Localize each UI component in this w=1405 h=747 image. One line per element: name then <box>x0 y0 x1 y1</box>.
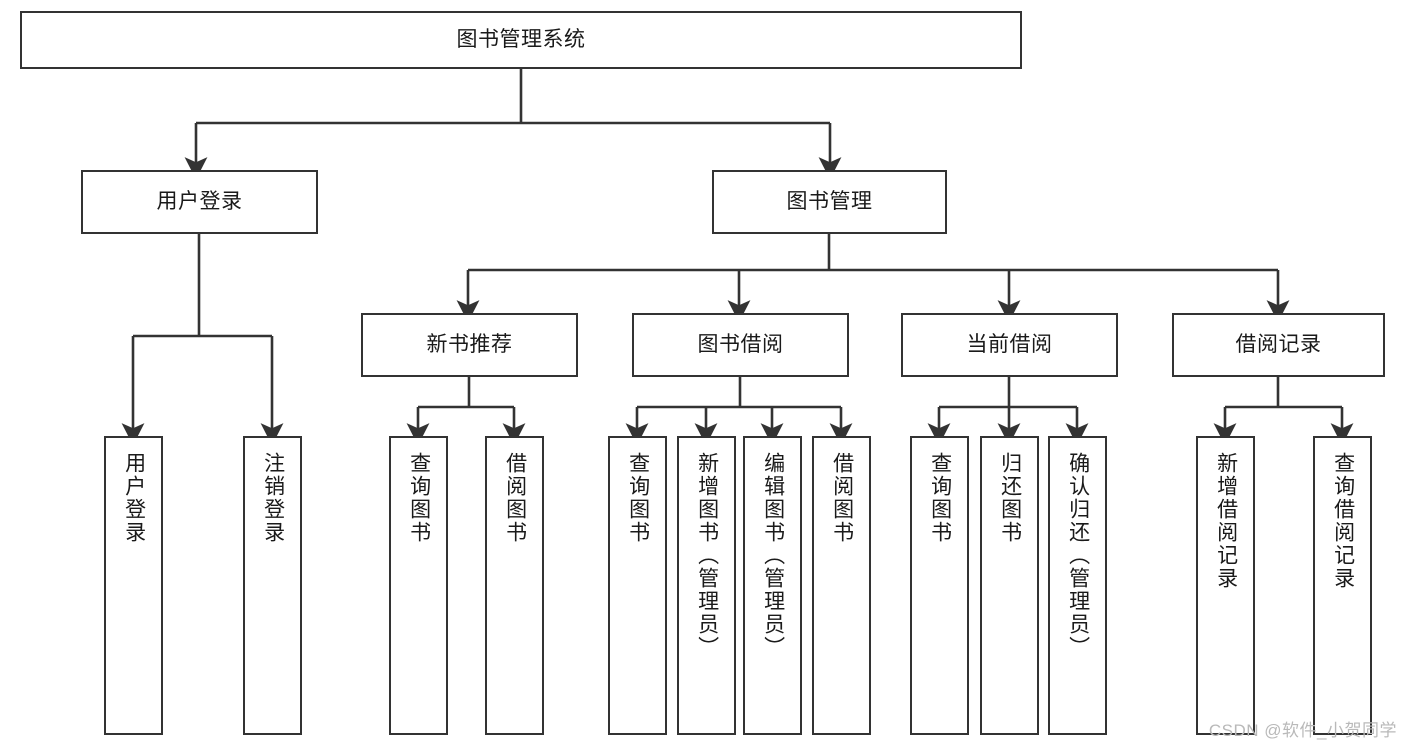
node-current-borrow[interactable]: 当前借阅 <box>901 313 1118 377</box>
node-label: 图书管理系统 <box>456 28 586 52</box>
node-leaf-borrow-book-2[interactable]: 借阅图书 <box>812 436 871 735</box>
node-label: 用户登录 <box>122 452 146 544</box>
node-label: 查询图书 <box>928 452 952 544</box>
node-label: 借阅记录 <box>1235 333 1322 357</box>
node-label: 新增借阅记录 <box>1214 452 1238 590</box>
node-label: 借阅图书 <box>830 452 854 544</box>
watermark-text: CSDN @软件_小贺同学 <box>1208 721 1397 740</box>
node-label: 图书借阅 <box>697 333 784 357</box>
node-label: 图书管理 <box>786 190 873 214</box>
node-leaf-add-record[interactable]: 新增借阅记录 <box>1196 436 1255 735</box>
node-new-book-recommend[interactable]: 新书推荐 <box>361 313 578 377</box>
node-label: 查询图书 <box>626 452 650 544</box>
node-label: 当前借阅 <box>966 333 1053 357</box>
node-user-login[interactable]: 用户登录 <box>81 170 318 234</box>
node-leaf-user-login[interactable]: 用户登录 <box>104 436 163 735</box>
node-leaf-query-record[interactable]: 查询借阅记录 <box>1313 436 1372 735</box>
node-label: 确认归还（管理员） <box>1066 452 1090 659</box>
node-label: 编辑图书（管理员） <box>761 452 785 659</box>
node-leaf-confirm-return[interactable]: 确认归还（管理员） <box>1048 436 1107 735</box>
node-leaf-borrow-book-1[interactable]: 借阅图书 <box>485 436 544 735</box>
node-book-borrow[interactable]: 图书借阅 <box>632 313 849 377</box>
node-leaf-query-book-1[interactable]: 查询图书 <box>389 436 448 735</box>
node-borrow-record[interactable]: 借阅记录 <box>1172 313 1385 377</box>
node-leaf-query-book-3[interactable]: 查询图书 <box>910 436 969 735</box>
node-label: 查询借阅记录 <box>1331 452 1355 590</box>
node-leaf-return-book[interactable]: 归还图书 <box>980 436 1039 735</box>
node-label: 新书推荐 <box>426 333 513 357</box>
node-label: 新增图书（管理员） <box>695 452 719 659</box>
node-leaf-edit-book[interactable]: 编辑图书（管理员） <box>743 436 802 735</box>
node-label: 注销登录 <box>261 452 285 544</box>
node-leaf-query-book-2[interactable]: 查询图书 <box>608 436 667 735</box>
node-label: 查询图书 <box>407 452 431 544</box>
node-root-system[interactable]: 图书管理系统 <box>20 11 1022 69</box>
node-label: 归还图书 <box>998 452 1022 544</box>
node-label: 借阅图书 <box>503 452 527 544</box>
node-leaf-logout-login[interactable]: 注销登录 <box>243 436 302 735</box>
node-label: 用户登录 <box>156 190 243 214</box>
node-book-management[interactable]: 图书管理 <box>712 170 947 234</box>
node-leaf-add-book[interactable]: 新增图书（管理员） <box>677 436 736 735</box>
